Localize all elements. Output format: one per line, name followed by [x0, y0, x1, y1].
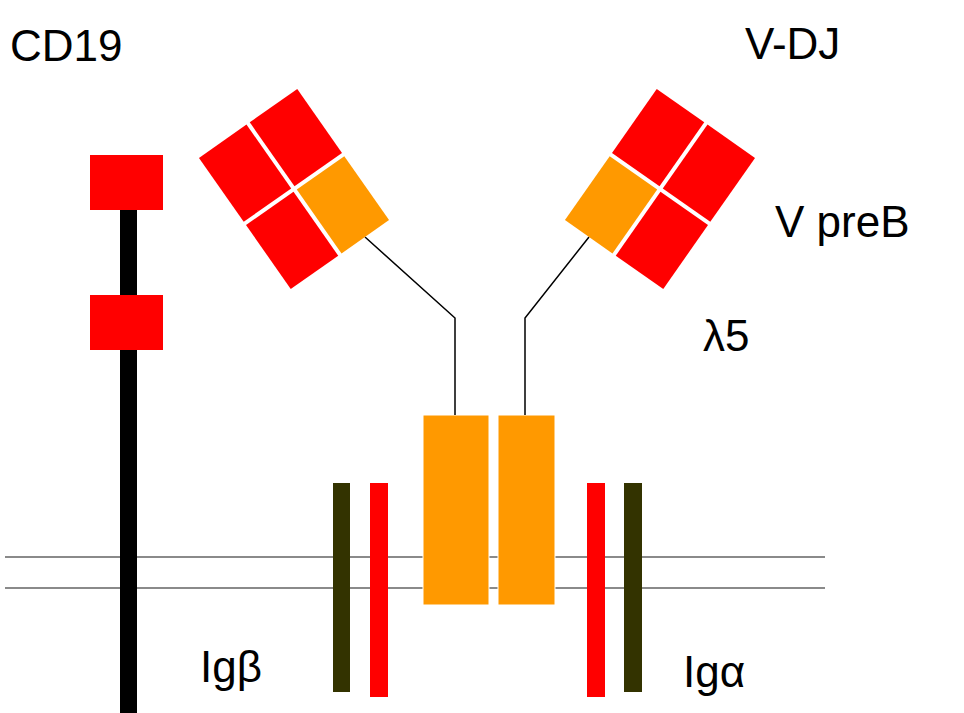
heavy-chain-stem	[498, 415, 555, 605]
lambda5-domain	[297, 156, 389, 253]
heavy-chain-stem	[423, 415, 489, 605]
cd19-stalk	[120, 205, 137, 713]
cd19-domain	[90, 295, 163, 350]
part-label: V preB	[775, 198, 910, 246]
left-arm	[199, 89, 389, 289]
label-holder: V preB	[775, 198, 910, 246]
cd19-domain	[90, 155, 163, 210]
part-label: V-DJ	[745, 20, 840, 68]
label-holder: λ5	[703, 312, 749, 360]
part-label: Igβ	[200, 643, 262, 691]
ig-alpha-chain	[587, 483, 605, 697]
part-label: Igα	[683, 648, 745, 696]
ig-beta-chain	[333, 483, 350, 692]
ig-alpha-chain	[624, 483, 642, 692]
part-label: λ5	[703, 312, 749, 360]
hinge-line	[525, 237, 589, 415]
part-label: CD19	[10, 22, 123, 70]
hinge-line	[365, 237, 455, 415]
label-holder: CD19	[10, 22, 123, 70]
ig-beta-chain	[370, 483, 388, 697]
right-arm	[565, 89, 755, 289]
lambda5-domain	[565, 156, 657, 253]
label-holder: V-DJ	[745, 20, 840, 68]
label-holder: Igα	[683, 648, 745, 696]
label-holder: Igβ	[200, 643, 262, 691]
